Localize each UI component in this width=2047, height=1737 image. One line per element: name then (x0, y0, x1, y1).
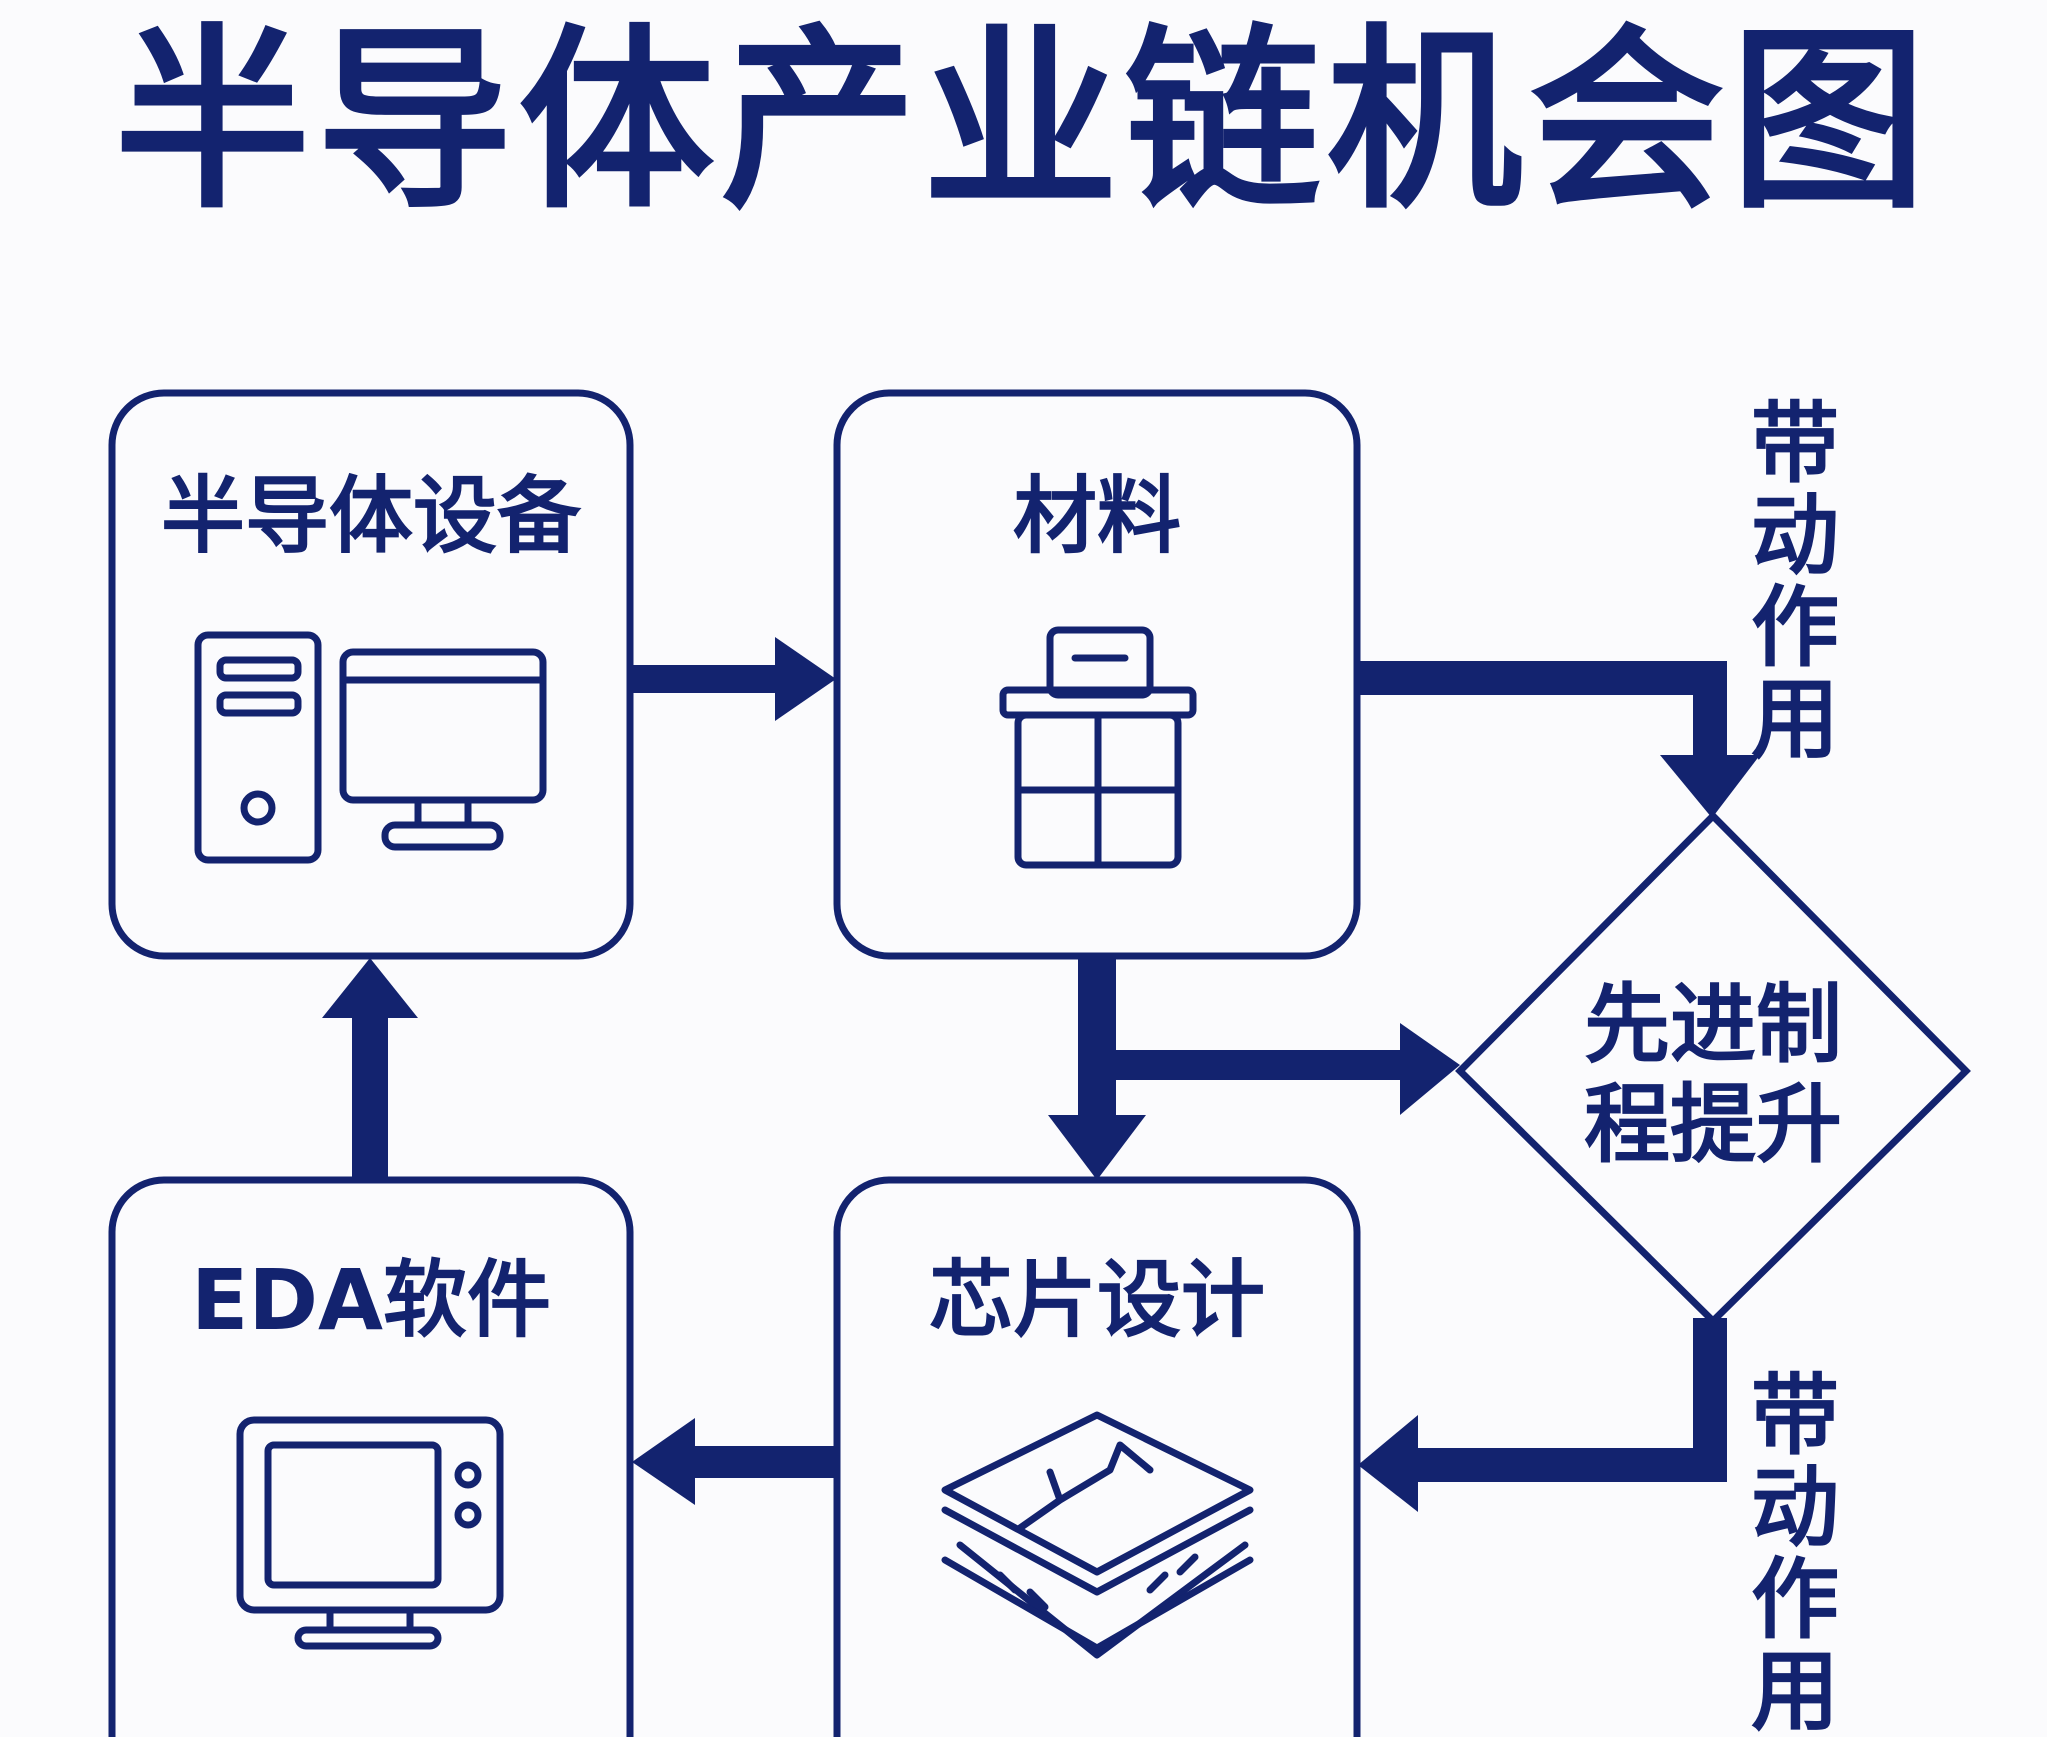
edge-label-bottom: 带动作用 (1750, 1364, 1839, 1737)
node-label-eda: EDA软件 (190, 1251, 552, 1349)
arrow-materials-to-chip-design (1048, 956, 1146, 1180)
computer-icon (194, 631, 547, 864)
node-label-chip-design: 芯片设计 (928, 1251, 1265, 1349)
material-container-icon (999, 626, 1197, 869)
arrow-materials-to-process (1357, 661, 1760, 818)
node-label-advanced-process-line1: 先进制 (1584, 975, 1842, 1075)
node-label-advanced-process-line2: 程提升 (1584, 1075, 1842, 1175)
arrow-equipment-to-materials (630, 637, 836, 721)
node-label-materials: 材料 (1012, 467, 1181, 565)
node-label-advanced-process: 先进制 程提升 (1540, 975, 1886, 1175)
monitor-icon (236, 1416, 504, 1650)
page-title: 半导体产业链机会图 (114, 8, 1933, 236)
edge-label-top: 带动作用 (1750, 392, 1839, 771)
node-label-equipment: 半导体设备 (160, 467, 581, 565)
chip-layers-icon (941, 1411, 1254, 1659)
arrow-eda-to-equipment (322, 958, 418, 1180)
arrow-materials-to-process-branch (1097, 1023, 1460, 1115)
arrow-chip-design-to-eda (632, 1418, 837, 1505)
arrow-process-to-chip-design (1358, 1318, 1727, 1512)
